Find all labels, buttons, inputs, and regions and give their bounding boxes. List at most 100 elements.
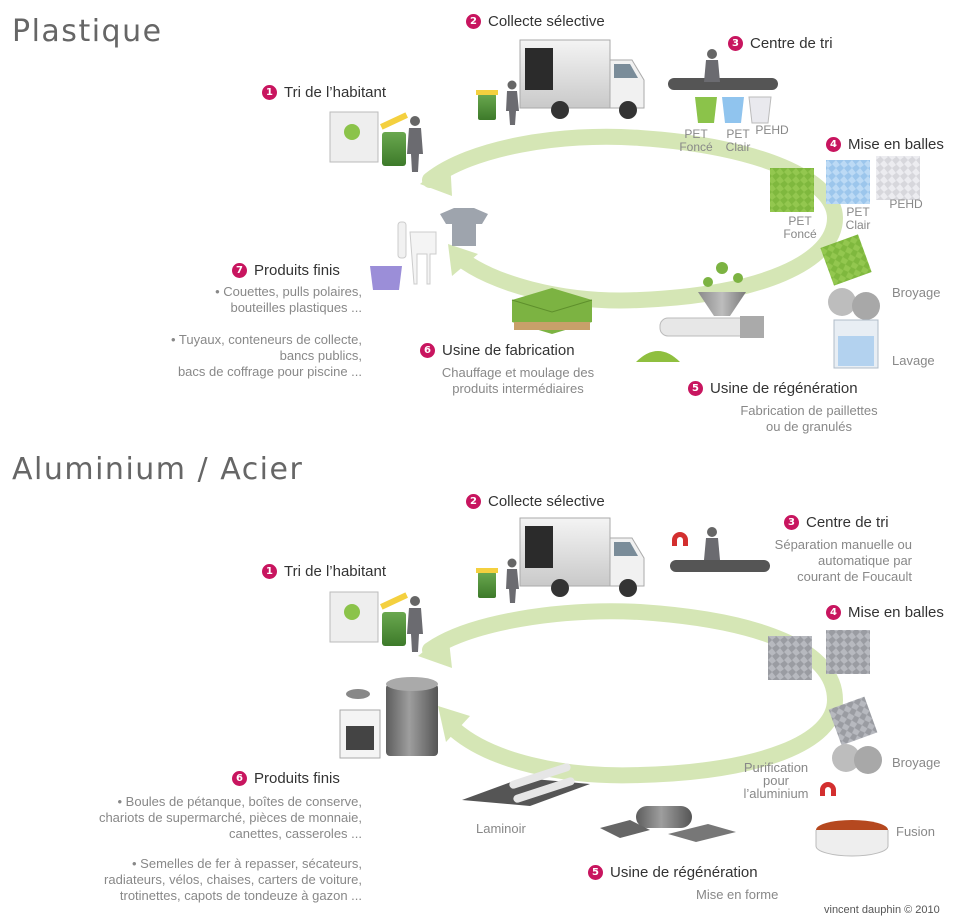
bin-label-line: Foncé [679, 140, 713, 154]
aluminium-step-5: 5 Usine de régénération [588, 864, 758, 881]
description-line: Chauffage et moulage des [441, 365, 595, 380]
process-label-line: Purification [743, 760, 809, 775]
aluminium-step-5-description: Mise en forme [696, 887, 778, 903]
aluminium-regeneration-illustration [462, 696, 889, 857]
step-number-badge: 6 [420, 343, 435, 358]
step-label: Tri de l’habitant [284, 84, 386, 101]
plastique-pallets-illustration [511, 288, 593, 334]
aluminium-cycle-arrow [418, 603, 844, 784]
plastique-step-6-description: Chauffage et moulage des produits interm… [420, 365, 616, 397]
bale-label-line: PEHD [889, 197, 923, 211]
step-label: Centre de tri [806, 514, 889, 531]
step-label: Produits finis [254, 262, 340, 279]
aluminium-broyage-label: Broyage [892, 755, 941, 770]
process-label-line: l’aluminium [743, 786, 809, 801]
step-label: Mise en balles [848, 604, 944, 621]
description-line: • Boules de pétanque, boîtes de conserve… [117, 794, 363, 809]
author-credit: vincent dauphin © 2010 [824, 904, 940, 916]
description-line: • Couettes, pulls polaires, [215, 284, 362, 299]
description-line: • Tuyaux, conteneurs de collecte, [171, 332, 362, 347]
description-line: chariots de supermarché, pièces de monna… [98, 810, 362, 825]
step-label: Usine de régénération [710, 380, 858, 397]
step-label: Tri de l’habitant [284, 563, 386, 580]
plastique-products-list-b: • Tuyaux, conteneurs de collecte, bancs … [110, 332, 362, 380]
aluminium-products-list-b: • Semelles de fer à repasser, sécateurs,… [30, 856, 362, 904]
bin-label-pehd: PEHD [752, 124, 792, 137]
aluminium-step-3-description: Séparation manuelle ou automatique par c… [740, 537, 912, 585]
description-line: bacs de coffrage pour piscine ... [177, 364, 362, 379]
step-number-badge: 3 [784, 515, 799, 530]
step-number-badge: 4 [826, 137, 841, 152]
aluminium-sorting-center-illustration [670, 527, 770, 572]
description-line: courant de Foucault [797, 569, 912, 584]
bin-label-line: Clair [725, 140, 751, 154]
step-number-badge: 1 [262, 85, 277, 100]
plastique-lavage-label: Lavage [892, 353, 935, 368]
plastique-regeneration-illustration [636, 234, 880, 369]
plastique-step-5: 5 Usine de régénération [688, 380, 858, 397]
plastique-step-2: 2 Collecte sélective [466, 13, 605, 30]
aluminium-laminoir-label: Laminoir [476, 821, 526, 836]
description-line: bouteilles plastiques ... [230, 300, 362, 315]
aluminium-bales-illustration [768, 630, 870, 680]
description-line: canettes, casseroles ... [229, 826, 362, 841]
bale-label-pehd: PEHD [884, 198, 928, 211]
plastique-step-6: 6 Usine de fabrication [420, 342, 575, 359]
aluminium-fusion-label: Fusion [896, 824, 936, 839]
process-label-line: pour [762, 773, 790, 788]
step-number-badge: 7 [232, 263, 247, 278]
step-number-badge: 2 [466, 14, 481, 29]
description-line: • Semelles de fer à repasser, sécateurs, [132, 856, 362, 871]
description-line: ou de granulés [765, 419, 852, 434]
step-number-badge: 5 [588, 865, 603, 880]
aluminium-home-bins-illustration [329, 591, 423, 652]
bale-label-line: PET [788, 214, 812, 228]
plastique-step-4: 4 Mise en balles [826, 136, 944, 153]
description-line: produits intermédiaires [452, 381, 584, 396]
step-label: Produits finis [254, 770, 340, 787]
aluminium-step-2: 2 Collecte sélective [466, 493, 605, 510]
step-label: Mise en balles [848, 136, 944, 153]
plastique-finished-products-illustration [370, 208, 488, 290]
step-number-badge: 6 [232, 771, 247, 786]
description-line: Mise en forme [696, 887, 779, 902]
description-line: radiateurs, vélos, chaises, carters de v… [104, 872, 362, 887]
description-line: Séparation manuelle ou [774, 537, 912, 552]
step-label: Usine de régénération [610, 864, 758, 881]
aluminium-step-1: 1 Tri de l’habitant [262, 563, 386, 580]
plastique-step-1: 1 Tri de l’habitant [262, 84, 386, 101]
bale-label-line: Foncé [783, 227, 817, 241]
description-line: automatique par [818, 553, 912, 568]
aluminium-section-title: Aluminium / Acier [12, 452, 304, 487]
description-line: Fabrication de paillettes [740, 403, 878, 418]
description-line: trotinettes, capots de tondeuze à gazon … [119, 888, 362, 903]
bin-label-line: PEHD [755, 123, 789, 137]
aluminium-finished-products-illustration [339, 677, 438, 759]
plastique-step-5-description: Fabrication de paillettes ou de granulés [724, 403, 894, 435]
plastique-section-title: Plastique [12, 14, 163, 49]
plastique-step-3: 3 Centre de tri [728, 35, 833, 52]
aluminium-collection-truck-illustration [476, 517, 645, 603]
plastique-bales-illustration [770, 156, 920, 212]
step-number-badge: 2 [466, 494, 481, 509]
step-label: Collecte sélective [488, 13, 605, 30]
step-label: Centre de tri [750, 35, 833, 52]
plastique-collection-truck-illustration [476, 39, 645, 125]
aluminium-purification-label: Purification pour l’aluminium [734, 761, 818, 800]
plastique-home-bins-illustration [329, 111, 423, 172]
step-number-badge: 4 [826, 605, 841, 620]
bale-label-line: Clair [845, 218, 871, 232]
step-label: Usine de fabrication [442, 342, 575, 359]
bale-label-line: PET [846, 205, 870, 219]
plastique-broyage-label: Broyage [892, 285, 941, 300]
step-number-badge: 3 [728, 36, 743, 51]
plastique-step-7: 7 Produits finis [232, 262, 340, 279]
bin-label-line: PET [726, 127, 750, 141]
aluminium-step-6: 6 Produits finis [232, 770, 340, 787]
description-line: bancs publics, [279, 348, 362, 363]
